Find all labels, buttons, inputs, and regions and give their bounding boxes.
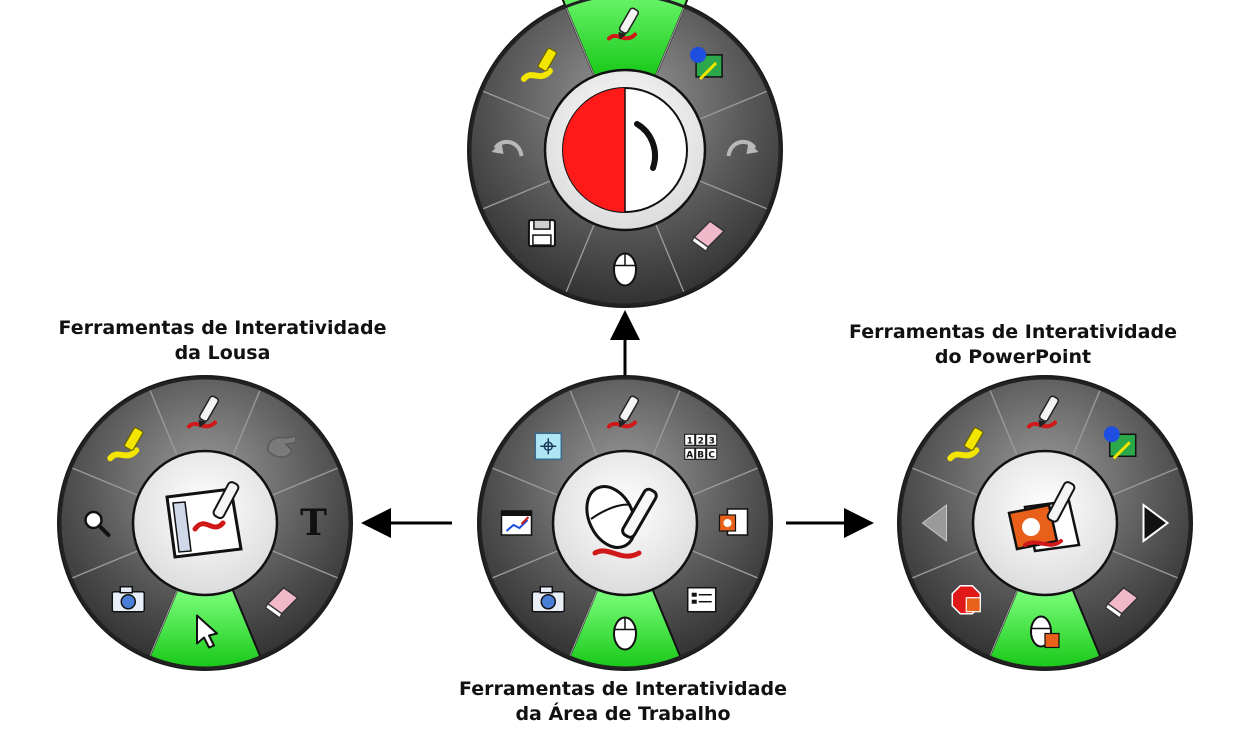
redo-icon (726, 139, 759, 157)
chart-window-icon (500, 510, 533, 536)
wheel-top (467, 0, 783, 308)
caption-line: Ferramentas de Interatividade (459, 678, 787, 700)
screen-capture-icon (690, 46, 723, 80)
powerpoint-pen-icon (1007, 481, 1081, 553)
caption-powerpoint-tools: Ferramentas de Interatividade do PowerPo… (780, 320, 1246, 370)
mouse-pen-icon (585, 485, 658, 559)
caption-line: da Lousa (174, 342, 271, 364)
pen-icon (607, 7, 639, 41)
svg-text:A: A (686, 450, 693, 460)
camera-icon (531, 585, 566, 613)
prev-arrow-icon (921, 504, 947, 542)
wheel-rim (468, 0, 782, 307)
svg-text:2: 2 (698, 436, 704, 446)
highlighter-icon (520, 47, 557, 82)
mouse-icon (613, 616, 637, 651)
wheel-segment-pen[interactable] (559, 0, 691, 78)
caption-desktop-tools: Ferramentas de Interatividade da Área de… (395, 677, 851, 727)
whiteboard-pen-icon (165, 481, 243, 559)
wheel-rim (58, 376, 352, 670)
wheel-rim (478, 376, 772, 670)
eraser-icon (264, 586, 299, 619)
color-width-picker (562, 87, 688, 213)
caption-whiteboard-tools: Ferramentas de Interatividade da Lousa (0, 316, 445, 366)
highlighter-icon (947, 427, 984, 462)
highlighter-icon (107, 427, 144, 462)
caption-line: Ferramentas de Interatividade (58, 317, 387, 339)
caption-line: do PowerPoint (934, 346, 1092, 368)
wheel-rim (898, 376, 1192, 670)
svg-text:3: 3 (709, 436, 715, 446)
mouse-icon (613, 252, 637, 287)
camera-icon (111, 585, 146, 613)
eraser-icon (1104, 586, 1139, 619)
caption-line: Ferramentas de Interatividade (849, 321, 1177, 343)
undo-icon (491, 139, 524, 157)
screen-capture-icon (1103, 426, 1137, 460)
pen-icon (607, 395, 639, 429)
target-icon (534, 432, 563, 461)
svg-text:B: B (697, 450, 704, 460)
hand-icon (266, 435, 297, 458)
wheel-segment-chart-window[interactable] (479, 466, 560, 580)
powerpoint-icon (718, 508, 749, 536)
svg-text:1: 1 (687, 436, 693, 446)
svg-text:C: C (708, 450, 715, 460)
save-icon (527, 219, 556, 248)
mouse-powerpoint-icon (1030, 615, 1060, 649)
magnifier-icon (84, 510, 111, 537)
stop-powerpoint-icon (951, 584, 982, 615)
wheel-right (897, 375, 1193, 671)
eraser-icon (691, 220, 726, 252)
svg-text:T: T (300, 502, 327, 544)
text-icon: T (300, 502, 327, 544)
list-icon (686, 586, 717, 613)
wheel-left: T (57, 375, 353, 671)
pen-icon (1027, 395, 1059, 429)
caption-line: da Área de Trabalho (515, 703, 731, 725)
pointer-icon (196, 614, 218, 649)
next-arrow-icon (1142, 503, 1170, 543)
pen-icon (187, 395, 219, 429)
